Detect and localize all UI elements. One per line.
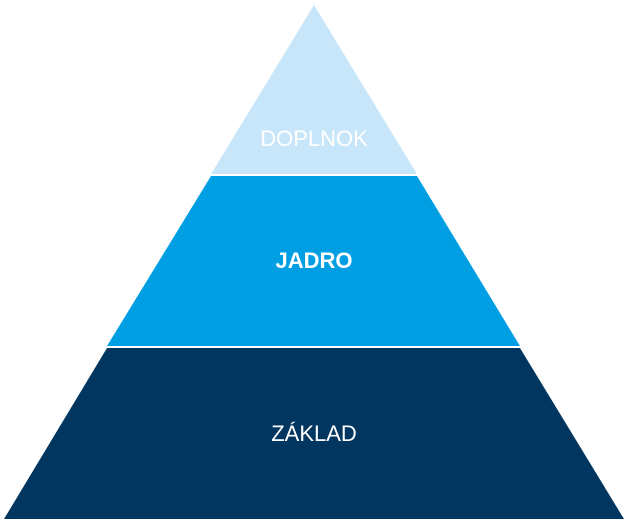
tier-label-top: DOPLNOK: [260, 126, 368, 151]
pyramid-tier-bottom: [4, 348, 624, 519]
pyramid-tier-middle: [107, 176, 520, 346]
tier-label-middle: JADRO: [275, 248, 352, 273]
pyramid-tier-top: [211, 5, 417, 174]
tier-label-bottom: ZÁKLAD: [271, 421, 357, 446]
